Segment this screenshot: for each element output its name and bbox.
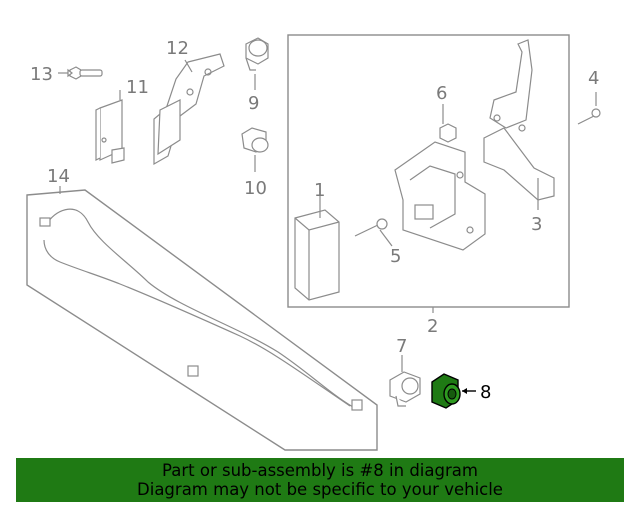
sensor-7	[389, 355, 421, 407]
bracket-3	[483, 39, 555, 210]
grommet-10	[241, 127, 269, 172]
harness-14	[39, 208, 363, 411]
callout-11: 11	[126, 77, 149, 98]
callout-10: 10	[244, 178, 267, 199]
callout-1: 1	[314, 180, 325, 201]
callout-14: 14	[47, 166, 70, 187]
callout-6: 6	[436, 83, 447, 104]
callout-5: 5	[390, 246, 401, 267]
callout-3: 3	[531, 214, 542, 235]
bolt-5	[354, 218, 393, 247]
callout-8[interactable]: 8	[480, 382, 491, 403]
clip-6	[439, 104, 457, 143]
bolt-4	[577, 92, 601, 125]
info-banner: Part or sub-assembly is #8 in diagram Di…	[16, 458, 624, 502]
assembly-box	[287, 34, 570, 308]
callout-13: 13	[30, 64, 53, 85]
callout-4: 4	[588, 68, 599, 89]
harness-panel	[26, 189, 378, 451]
module-11	[95, 90, 125, 164]
callout-2: 2	[427, 316, 438, 337]
callout-9: 9	[248, 93, 259, 114]
banner-line-2: Diagram may not be specific to your vehi…	[137, 480, 503, 499]
control-module-1	[294, 196, 340, 301]
callout-7: 7	[396, 336, 407, 357]
grommet-8-highlighted[interactable]	[431, 373, 476, 409]
bracket-12	[153, 53, 225, 166]
banner-line-1: Part or sub-assembly is #8 in diagram	[162, 461, 478, 480]
sensor-9	[245, 37, 269, 90]
main-bracket	[394, 141, 486, 251]
bolt-13	[58, 66, 103, 80]
callout-12: 12	[166, 38, 189, 59]
